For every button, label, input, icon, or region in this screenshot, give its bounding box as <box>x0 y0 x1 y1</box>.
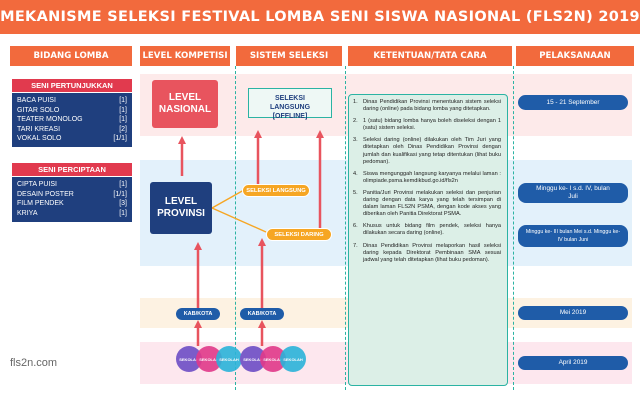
ketentuan-item: 5.Panitia/Juri Provinsi melakukan seleks… <box>353 189 501 218</box>
page-title: MEKANISME SELEKSI FESTIVAL LOMBA SENI SI… <box>0 0 640 34</box>
column-header-pelaksanaan: PELAKSANAAN <box>516 46 634 66</box>
ketentuan-item: 7.Dinas Pendidikan Provinsi melaporkan h… <box>353 242 501 263</box>
level-provinsi-box: LEVEL PROVINSI <box>150 182 212 234</box>
ketentuan-item: 6.Khusus untuk bidang film pendek, selek… <box>353 223 501 237</box>
column-divider <box>235 66 236 390</box>
pelaksanaan-provinsi-langsung: Minggu ke- I s.d. IV, bulan Juli <box>518 183 628 203</box>
seleksi-langsung-tag: SELEKSI LANGSUNG <box>242 184 310 197</box>
connector-provinsi-langsung <box>211 189 245 209</box>
category-list-pertunjukkan: BACA PUISI[1] GITAR SOLO[1] TEATER MONOL… <box>12 93 132 147</box>
list-item: GITAR SOLO[1] <box>17 106 127 114</box>
list-item: CIPTA PUISI[1] <box>17 181 127 188</box>
category-heading-pertunjukkan: SENI PERTUNJUKKAN <box>12 79 132 92</box>
seleksi-daring-tag: SELEKSI DARING <box>266 228 332 241</box>
list-item: TEATER MONOLOG[1] <box>17 116 127 124</box>
kabkota-badge-right: KAB/KOTA <box>240 308 284 320</box>
watermark: fls2n.com <box>10 357 58 369</box>
seleksi-langsung-offline-box: SELEKSI LANGSUNG [OFFLINE] <box>248 88 332 120</box>
column-header-bidang: BIDANG LOMBA <box>10 46 132 66</box>
category-list-perciptaan: CIPTA PUISI[1] DESAIN POSTER[1/1] FILM P… <box>12 177 132 222</box>
list-item: KRIYA[1] <box>17 209 127 217</box>
list-item: VOKAL SOLO[1/1] <box>17 135 127 143</box>
ketentuan-item: 4.Siswa mengunggah langsung karyanya mel… <box>353 170 501 184</box>
list-item: BACA PUISI[1] <box>17 97 127 104</box>
list-item: FILM PENDEK[3] <box>17 200 127 208</box>
list-item: TARI KREASI[2] <box>17 125 127 133</box>
level-nasional-box: LEVEL NASIONAL <box>152 80 218 128</box>
connector-provinsi-daring <box>211 207 267 233</box>
sekolah-circle: SEKOLAH <box>280 346 306 372</box>
category-heading-perciptaan: SENI PERCIPTAAN <box>12 163 132 176</box>
ketentuan-item: 1.Dinas Pendidikan Provinsi menentukan s… <box>353 99 501 113</box>
kabkota-badge-left: KAB/KOTA <box>176 308 220 320</box>
pelaksanaan-kabkota: Mei 2019 <box>518 306 628 320</box>
pelaksanaan-nasional: 15 - 21 September <box>518 95 628 110</box>
column-header-level: LEVEL KOMPETISI <box>140 46 230 66</box>
ketentuan-item: 3.Seleksi daring (online) dilakukan oleh… <box>353 137 501 165</box>
column-header-sistem: SISTEM SELEKSI <box>236 46 342 66</box>
column-header-ketentuan: KETENTUAN/TATA CARA <box>348 46 512 66</box>
sekolah-circle: SEKOLAH <box>216 346 242 372</box>
column-divider <box>513 66 514 390</box>
column-divider <box>345 66 346 390</box>
list-item: DESAIN POSTER[1/1] <box>17 190 127 198</box>
ketentuan-item: 2.1 (satu) bidang lomba hanya boleh dise… <box>353 118 501 132</box>
ketentuan-panel: 1.Dinas Pendidikan Provinsi menentukan s… <box>348 94 508 386</box>
pelaksanaan-sekolah: April 2019 <box>518 356 628 370</box>
pelaksanaan-provinsi-daring: Minggu ke- III bulan Mei s.d. Minggu ke-… <box>518 225 628 247</box>
